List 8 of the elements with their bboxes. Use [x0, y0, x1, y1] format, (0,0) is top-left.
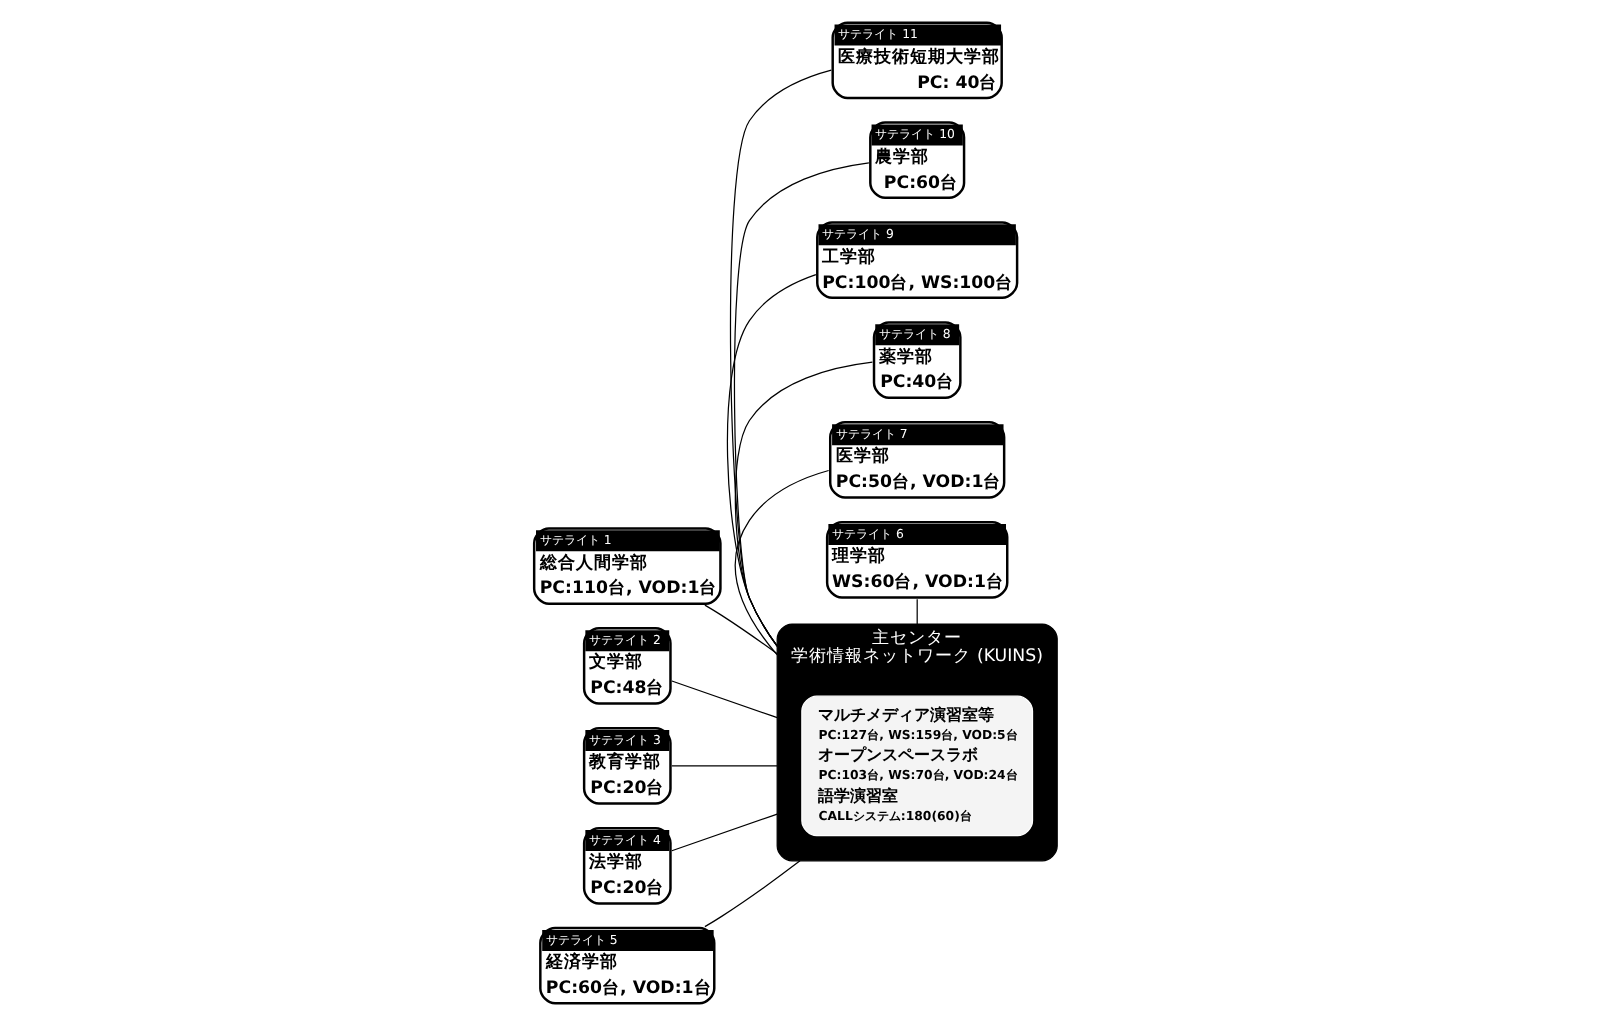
connector — [704, 860, 801, 928]
connector — [730, 69, 832, 647]
connector — [671, 680, 778, 719]
connector — [671, 813, 778, 852]
connector — [916, 598, 918, 625]
connector — [704, 604, 778, 655]
connector — [671, 765, 778, 767]
connector — [734, 469, 830, 656]
